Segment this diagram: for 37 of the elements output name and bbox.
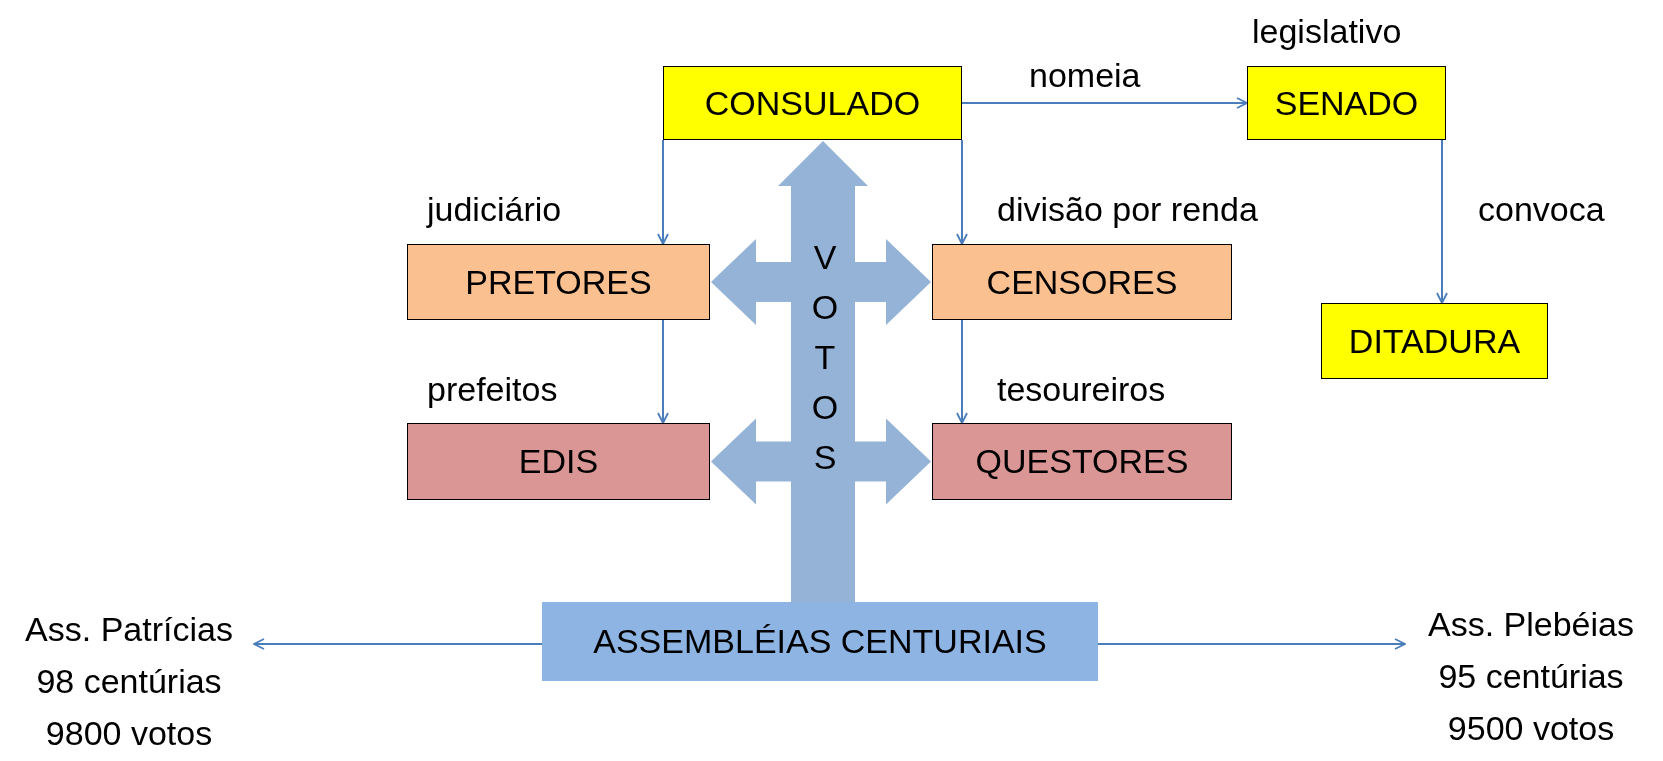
box-label: CONSULADO xyxy=(704,83,921,123)
box-label: SENADO xyxy=(1274,83,1419,123)
side-note: divisão por renda xyxy=(997,190,1258,229)
side-note: prefeitos xyxy=(427,370,558,409)
office-box xyxy=(932,244,1232,320)
side-note: judiciário xyxy=(427,190,562,229)
box-label: PRETORES xyxy=(465,262,652,302)
arrow xyxy=(956,319,968,424)
box-label: DITADURA xyxy=(1348,321,1521,361)
arrow xyxy=(657,139,669,245)
arrow xyxy=(956,139,968,245)
side-note: legislativo xyxy=(1252,12,1402,51)
side-note: tesoureiros xyxy=(997,370,1166,409)
box-label: QUESTORES xyxy=(975,442,1189,481)
arrow xyxy=(657,319,669,424)
assembly-text: 9500 votos xyxy=(1447,708,1615,749)
arrow xyxy=(253,638,543,650)
assembly-text: Ass. Plebéias xyxy=(1428,604,1634,645)
arrow xyxy=(1436,139,1448,304)
assembly-text: 98 centúrias xyxy=(36,661,222,702)
box-label: EDIS xyxy=(518,442,599,481)
assembly-band xyxy=(542,602,1098,681)
office-box xyxy=(407,244,710,320)
box-label: ASSEMBLÉIAS CENTURIAIS xyxy=(593,622,1047,661)
office-box xyxy=(407,423,710,500)
box-label: CENSORES xyxy=(986,262,1178,302)
assembly-text: 9800 votos xyxy=(45,713,213,754)
block-arrow xyxy=(711,141,931,602)
assembly-text: Ass. Patrícias xyxy=(25,609,233,650)
office-box xyxy=(932,423,1232,500)
assembly-text: 95 centúrias xyxy=(1438,656,1624,697)
office-box xyxy=(663,66,962,140)
office-box xyxy=(1247,66,1446,140)
office-box xyxy=(1321,303,1548,379)
edge-label: VOTOS xyxy=(810,237,840,478)
arrow xyxy=(961,97,1248,109)
arrow xyxy=(1097,638,1406,650)
